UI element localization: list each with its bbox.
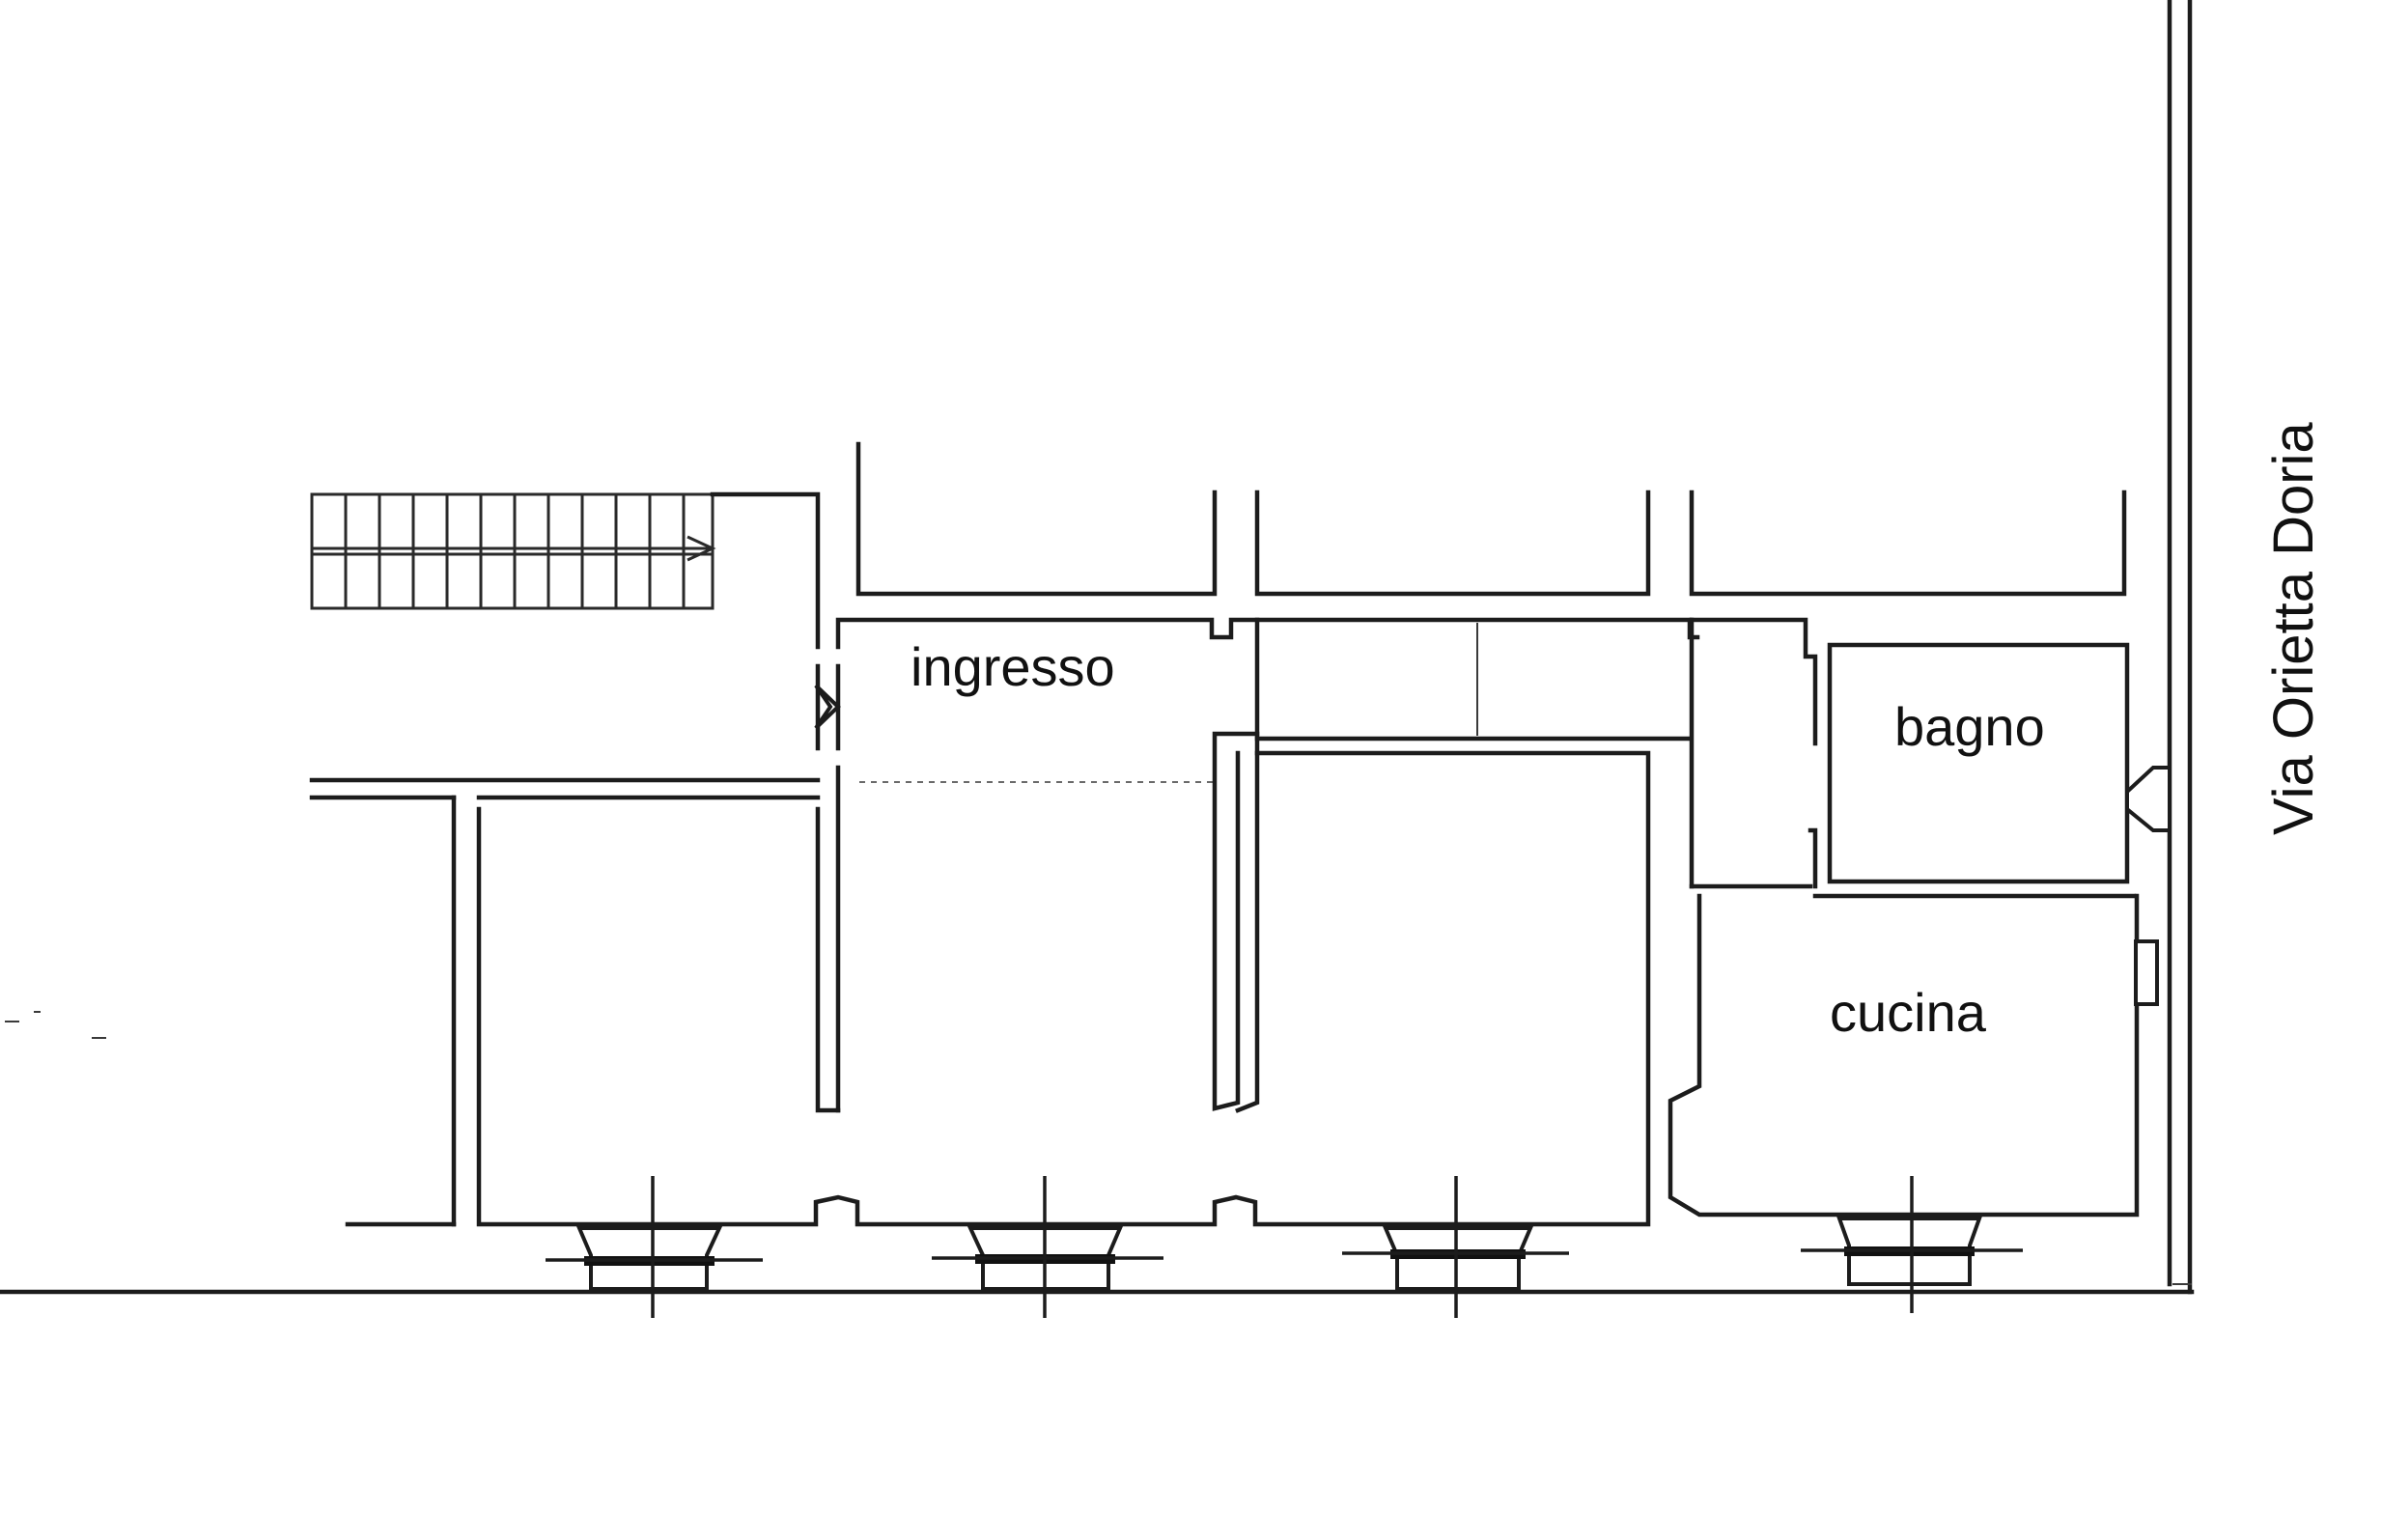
street-door: [2125, 766, 2172, 832]
room-label-bagno: bagno: [1894, 696, 2045, 757]
room-label-ingresso: ingresso: [911, 636, 1115, 697]
bathroom: [1689, 617, 2137, 899]
staircase: [310, 492, 716, 610]
street-boundary: [0, 0, 2195, 1295]
landing-walls: [309, 491, 821, 1227]
kitchen: [1667, 893, 2159, 1218]
scan-marks: [5, 1011, 106, 1039]
room-label-cucina: cucina: [1830, 982, 1987, 1043]
street-label: Via Orietta Doria: [2262, 422, 2325, 835]
entrance-door: [814, 663, 841, 751]
main-rooms: [476, 731, 1693, 1227]
facade-windows: [546, 1176, 2023, 1318]
upper-units: [855, 441, 2127, 597]
